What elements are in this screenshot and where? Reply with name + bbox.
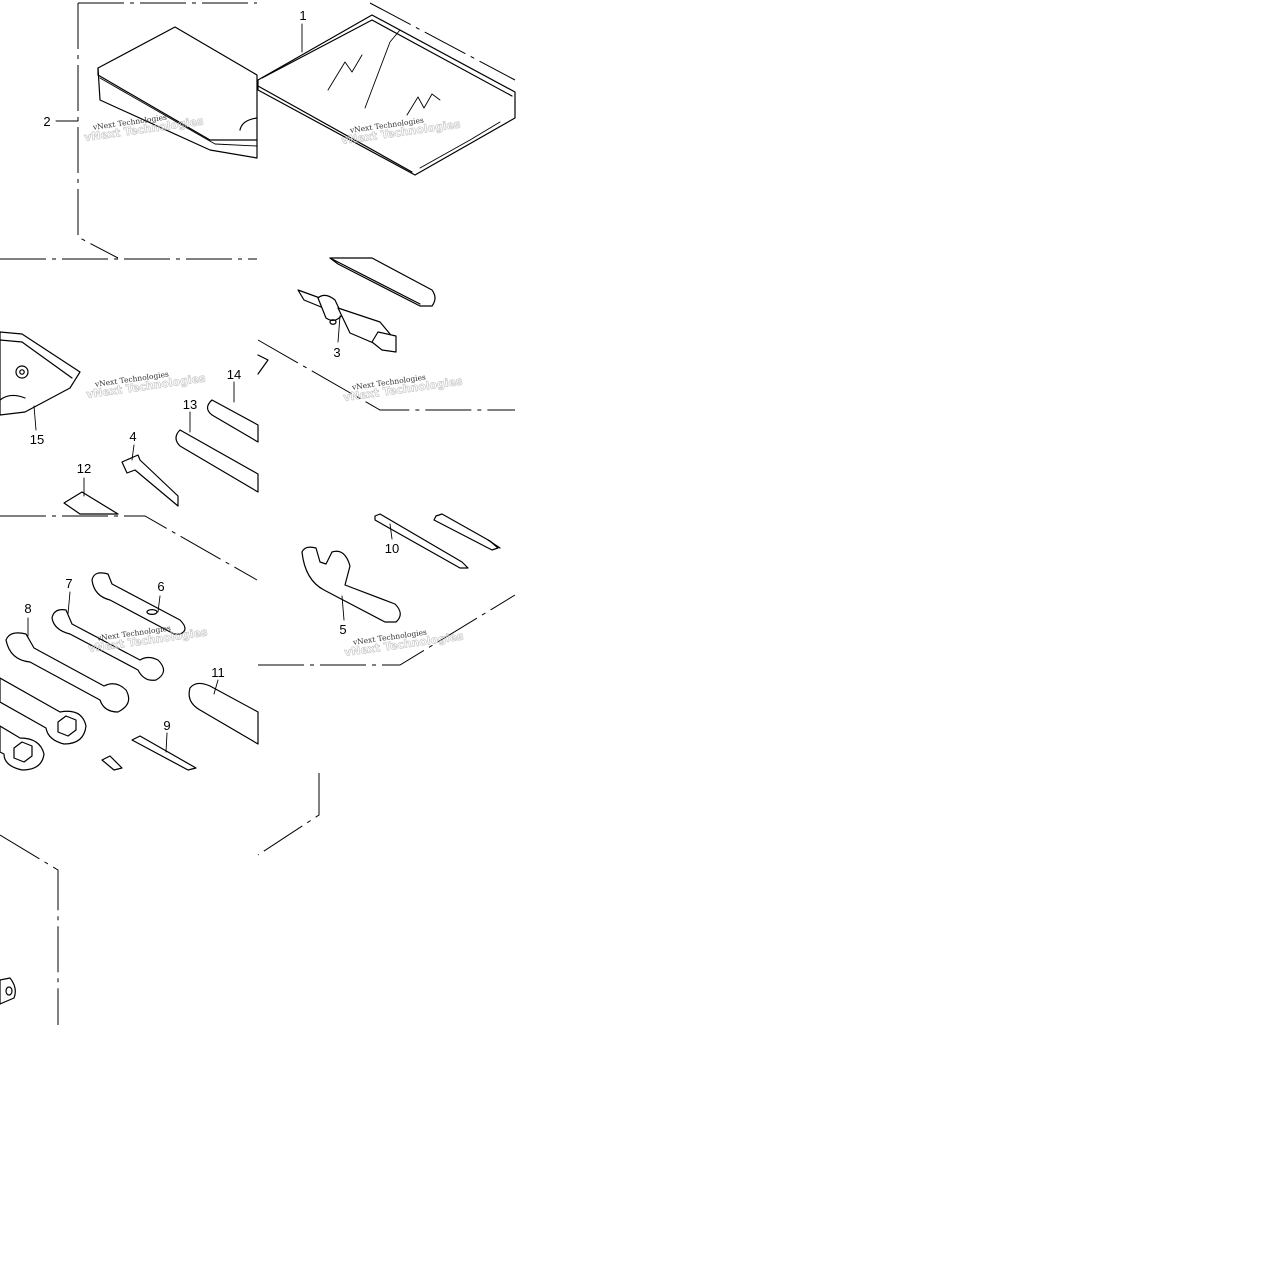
- callout-12: 12: [77, 461, 91, 476]
- section-boundaries: [0, 2, 516, 1025]
- watermark: vNext Technologies vNext Technologies: [87, 624, 209, 656]
- callout-7: 7: [65, 576, 72, 591]
- part-14-long-bar: [206, 354, 269, 443]
- callout-8: 8: [24, 601, 31, 616]
- callout-5: 5: [339, 622, 346, 637]
- callout-3: 3: [333, 345, 340, 360]
- part-8-open-wrench: [5, 632, 130, 713]
- watermark: vNext Technologies vNext Technologies: [342, 373, 464, 405]
- callout-14: 14: [227, 367, 241, 382]
- watermark: vNext Technologies vNext Technologies: [85, 370, 207, 402]
- callout-2: 2: [43, 114, 50, 129]
- part-10-screwdrivers: [374, 513, 501, 569]
- callout-6: 6: [157, 579, 164, 594]
- part-tommy-bar: [329, 257, 436, 307]
- part-15-tool-bag: [0, 331, 81, 416]
- leader-lines: [27, 23, 393, 753]
- part-bottom-nut: [0, 977, 16, 1005]
- watermark: vNext Technologies vNext Technologies: [343, 628, 465, 660]
- part-7-open-wrench: [51, 609, 165, 681]
- callout-13: 13: [183, 397, 197, 412]
- callout-labels: 1 2 3 4 5 6 7 8 9 10 11 12 13 14 15: [24, 8, 399, 733]
- part-2-manual-folder: [97, 26, 258, 159]
- part-box-wrenches: [0, 677, 87, 771]
- callout-9: 9: [163, 718, 170, 733]
- part-11-screwdriver-handle: [188, 682, 259, 745]
- part-6-open-wrench: [91, 572, 186, 635]
- part-3-socket-wrench: [297, 289, 397, 353]
- callout-10: 10: [385, 541, 399, 556]
- part-4-hex-key: [121, 454, 179, 507]
- part-13-extension-bar: [175, 429, 259, 493]
- part-1-document-bag: [257, 14, 516, 176]
- callout-1: 1: [299, 8, 306, 23]
- watermarks: vNext Technologies vNext Technologies vN…: [83, 113, 465, 660]
- callout-15: 15: [30, 432, 44, 447]
- part-5-hook-spanner: [301, 546, 401, 623]
- part-9-screwdriver-bits: [101, 735, 197, 771]
- part-12-flat-bar: [63, 491, 119, 515]
- callout-4: 4: [129, 429, 136, 444]
- callout-11: 11: [211, 665, 225, 680]
